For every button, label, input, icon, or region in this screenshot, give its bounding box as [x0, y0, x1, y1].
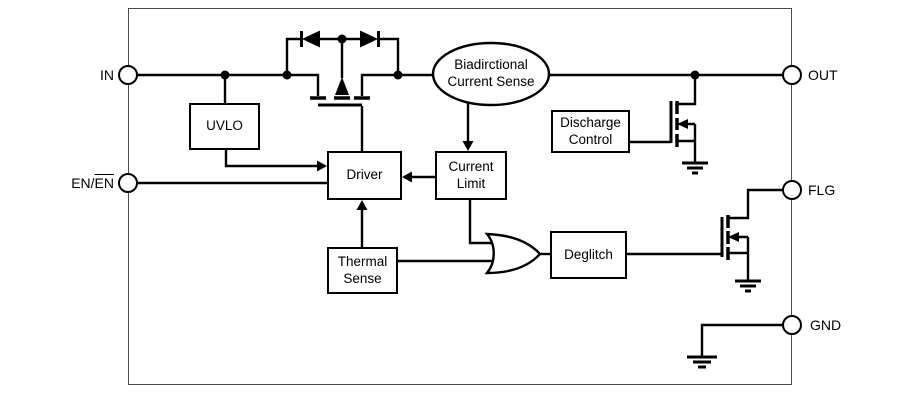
gnd-wires — [687, 323, 783, 369]
body-arrow-icon — [677, 119, 688, 129]
diode-left-icon — [300, 30, 320, 48]
arrowhead — [402, 171, 412, 183]
block-driver: Driver — [327, 151, 402, 200]
arrowhead — [356, 200, 368, 210]
uvlo-wires — [223, 75, 317, 168]
block-label: Current Limit — [448, 159, 494, 191]
block-thermal-sense: Thermal Sense — [327, 247, 398, 294]
block-label: Driver — [346, 167, 383, 183]
current-limit-to-or — [468, 200, 493, 245]
block-deglitch: Deglitch — [550, 231, 627, 279]
flag-fet-symbol — [720, 188, 783, 293]
pin-circle-en — [118, 173, 138, 193]
pin-label-in: IN — [100, 67, 114, 83]
arrowhead — [462, 141, 474, 151]
pin-label-flg: FLG — [808, 182, 836, 198]
block-uvlo: UVLO — [189, 103, 260, 150]
current-sense-line1: Biadirctional — [454, 57, 528, 73]
block-label: Discharge Control — [560, 115, 621, 147]
pin-label-gnd: GND — [810, 317, 842, 333]
current-sense-line2: Current Sense — [447, 74, 535, 89]
current-sense-label: Biadirctional Current Sense — [433, 45, 549, 103]
block-current-limit: Current Limit — [435, 151, 507, 200]
ground-symbol — [735, 279, 761, 293]
body-arrow-icon — [728, 232, 739, 242]
arrowhead — [317, 160, 327, 172]
pin-circle-gnd — [782, 315, 802, 335]
junction-dot — [282, 70, 292, 80]
junction-dot — [393, 70, 403, 80]
pin-circle-in — [118, 65, 138, 85]
pin-circle-out — [782, 65, 802, 85]
body-arrow-icon — [335, 77, 349, 95]
current-sense-ellipse — [431, 41, 551, 107]
ground-symbol — [687, 355, 717, 369]
pin-circle-flg — [782, 180, 802, 200]
discharge-fet-symbol — [630, 75, 708, 175]
block-discharge-control: Discharge Control — [551, 110, 630, 153]
pin-label-out: OUT — [808, 67, 838, 83]
dual-pass-fet-symbol — [310, 39, 370, 151]
or-gate-symbol — [484, 232, 542, 275]
block-label: Thermal Sense — [337, 254, 388, 286]
ground-symbol — [682, 161, 708, 175]
in-out-rail — [136, 73, 783, 96]
block-label: UVLO — [206, 118, 243, 134]
diode-right-icon — [360, 30, 380, 48]
block-label: Deglitch — [564, 246, 613, 262]
pin-label-en: EN/EN — [71, 175, 114, 191]
